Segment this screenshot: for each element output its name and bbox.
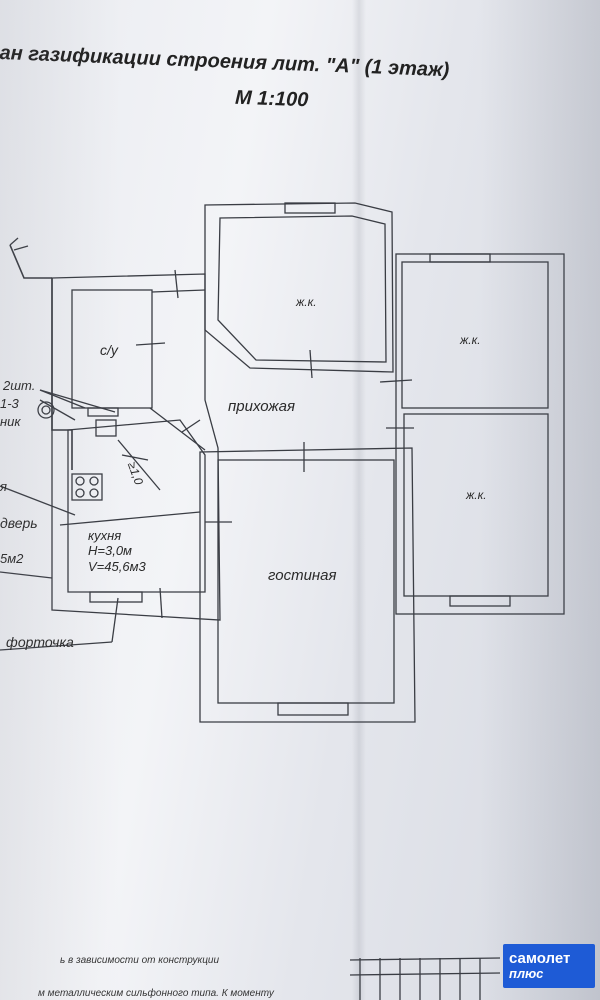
label-bathroom: с/у bbox=[100, 342, 118, 358]
wall-bedroom-right-bottom bbox=[403, 413, 549, 597]
label-hallway: прихожая bbox=[228, 398, 295, 415]
footer-line-1: ь в зависимости от конструкции bbox=[60, 955, 220, 966]
gas-stove bbox=[71, 473, 103, 501]
dimension-line bbox=[117, 439, 161, 491]
wall-hall-top bbox=[151, 289, 206, 293]
wall-bedroom-top-inner bbox=[217, 215, 387, 363]
label-bedroom-top: ж.к. bbox=[296, 295, 317, 309]
label-bedroom-right-bottom: ж.к. bbox=[466, 488, 487, 502]
window-kitchen bbox=[89, 591, 143, 603]
paper-fold bbox=[352, 0, 366, 1000]
annotation-partial-ya: я bbox=[0, 479, 7, 494]
wall-kitchen bbox=[67, 419, 206, 593]
annotation-partial-nik: ник bbox=[0, 414, 21, 429]
label-kitchen-volume: V=45,6м3 bbox=[88, 559, 146, 574]
wall-bedroom-right-outer bbox=[395, 253, 565, 615]
window-top bbox=[284, 202, 336, 214]
gas-pipe-vertical bbox=[51, 278, 73, 470]
wall-living-outer bbox=[199, 447, 416, 723]
logo-line-2: плюс bbox=[509, 966, 544, 981]
boiler-unit bbox=[95, 419, 117, 437]
window-living bbox=[277, 702, 349, 716]
wall-hall-diag bbox=[149, 407, 206, 451]
label-kitchen: кухня bbox=[88, 528, 122, 543]
annotation-fortochka: форточка bbox=[6, 634, 74, 650]
wall-left-outer bbox=[51, 273, 221, 621]
window-right-top bbox=[429, 253, 491, 263]
annotation-door: дверь bbox=[0, 515, 38, 531]
window-right-bottom bbox=[449, 595, 511, 607]
watermark-logo: самолет плюс bbox=[503, 944, 595, 988]
gas-pipe bbox=[9, 244, 52, 279]
label-bedroom-right-top: ж.к. bbox=[460, 333, 481, 347]
annotation-code: 1-3 bbox=[0, 396, 19, 411]
footer-line-2: м металлическим сильфонного типа. К моме… bbox=[38, 988, 274, 999]
annotation-area: 5м2 bbox=[0, 551, 24, 566]
label-living-room: гостиная bbox=[268, 567, 337, 584]
label-kitchen-height: H=3,0м bbox=[88, 543, 132, 558]
wall-bedroom-top-outer bbox=[204, 202, 394, 373]
logo-line-1: самолет bbox=[509, 950, 571, 967]
annotation-count: 2шт. bbox=[3, 378, 36, 393]
